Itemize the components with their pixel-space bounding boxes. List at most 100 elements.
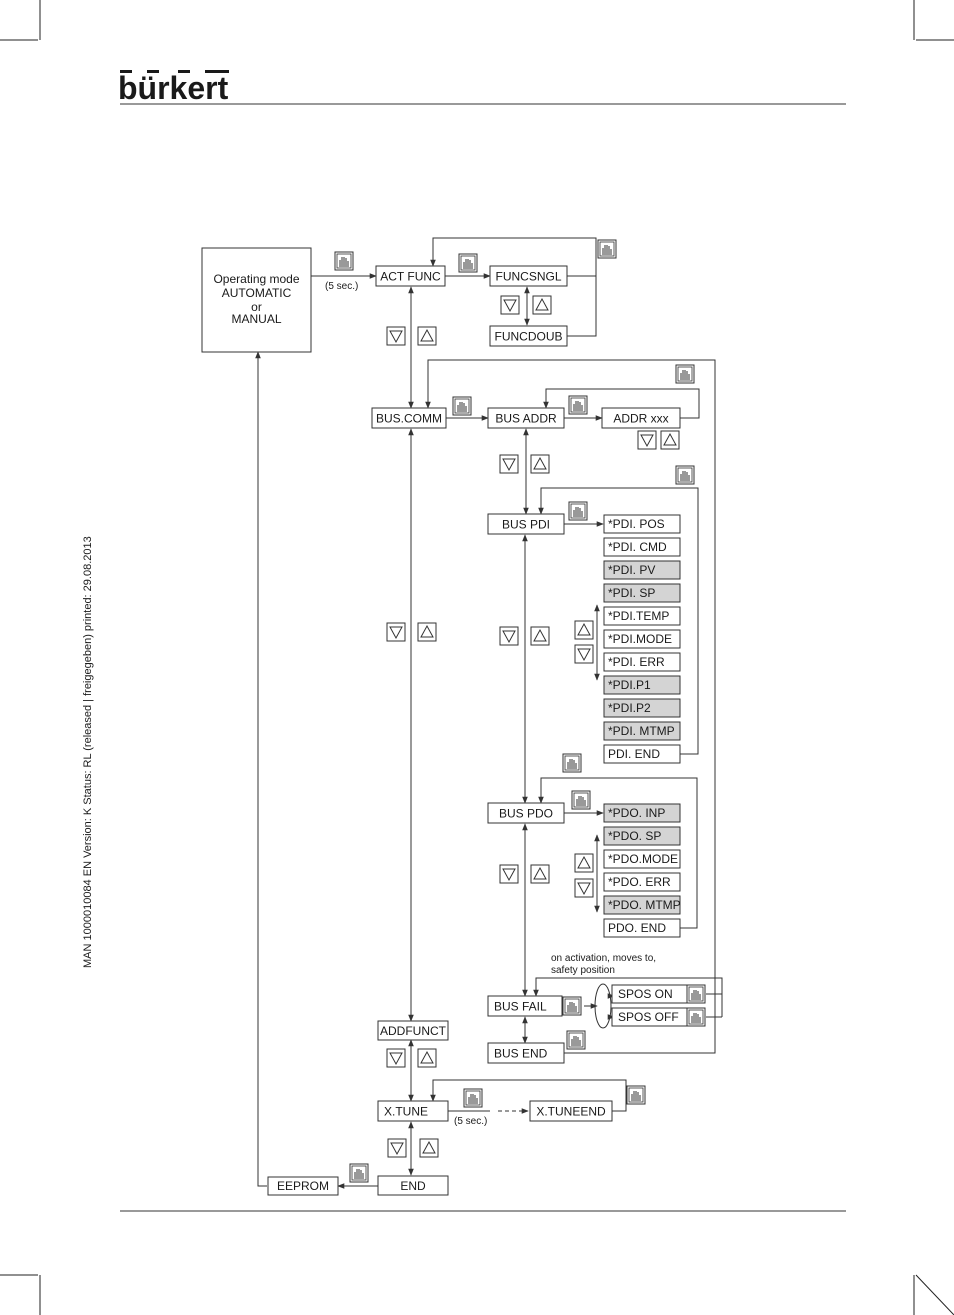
svg-text:*PDO. SP: *PDO. SP — [608, 829, 661, 843]
pdo-item-mtmp[interactable]: *PDO. MTMP — [603, 895, 681, 915]
menu-end[interactable]: END — [377, 1175, 449, 1196]
menu-funcdoub[interactable]: FUNCDOUB — [489, 325, 568, 347]
hand-key-icon[interactable] — [571, 790, 591, 810]
svg-text:*PDI. ERR: *PDI. ERR — [608, 655, 665, 669]
pdi-item-sp[interactable]: *PDI. SP — [603, 583, 681, 603]
arrow-down-key-icon[interactable] — [637, 430, 657, 450]
menu-addr-xxx[interactable]: ADDR xxx — [601, 407, 681, 429]
svg-text:*PDI. POS: *PDI. POS — [608, 517, 665, 531]
menu-bus-end[interactable]: BUS END — [487, 1042, 565, 1064]
svg-text:FUNCDOUB: FUNCDOUB — [495, 330, 563, 344]
arrow-down-key-icon[interactable] — [386, 1048, 406, 1068]
arrow-up-key-icon[interactable] — [419, 1138, 439, 1158]
arrow-up-key-icon[interactable] — [530, 626, 550, 646]
pdi-item-cmd[interactable]: *PDI. CMD — [603, 537, 681, 557]
arrow-up-key-icon[interactable] — [530, 454, 550, 474]
svg-text:*PDI.P2: *PDI.P2 — [608, 701, 651, 715]
arrow-up-key-icon[interactable] — [574, 853, 594, 873]
pdo-item-sp[interactable]: *PDO. SP — [603, 826, 681, 846]
arrow-up-key-icon[interactable] — [530, 864, 550, 884]
pdi-item-mode[interactable]: *PDI.MODE — [603, 629, 681, 649]
menu-bus-addr[interactable]: BUS ADDR — [487, 407, 565, 429]
hand-key-icon[interactable] — [458, 253, 478, 273]
menu-bus-pdo[interactable]: BUS PDO — [487, 802, 565, 824]
menu-spos-off[interactable]: SPOS OFF — [611, 1007, 689, 1027]
arrow-down-key-icon[interactable] — [574, 878, 594, 898]
menu-x-tune[interactable]: X.TUNE — [377, 1100, 449, 1122]
pdo-item-inp[interactable]: *PDO. INP — [603, 803, 681, 823]
pdi-item-mtmp[interactable]: *PDI. MTMP — [603, 721, 681, 741]
pdo-item-err[interactable]: *PDO. ERR — [603, 872, 681, 892]
bus-fail-note-line-1: on activation, moves to, — [551, 953, 656, 964]
svg-text:BUS FAIL: BUS FAIL — [494, 1000, 547, 1014]
arrow-down-key-icon[interactable] — [386, 622, 406, 642]
pdi-item-pos[interactable]: *PDI. POS — [603, 514, 681, 534]
menu-spos-on[interactable]: SPOS ON — [611, 984, 689, 1004]
svg-text:ACT FUNC: ACT FUNC — [380, 270, 441, 284]
operating-mode-line-4: MANUAL — [231, 312, 281, 326]
pdo-item-end[interactable]: PDO. END — [603, 918, 681, 938]
menu-bus-fail[interactable]: BUS FAIL — [487, 995, 563, 1017]
svg-text:BUS ADDR: BUS ADDR — [495, 412, 557, 426]
svg-text:EEPROM: EEPROM — [277, 1179, 329, 1193]
menu-bus-pdi[interactable]: BUS PDI — [487, 513, 565, 535]
arrow-up-key-icon[interactable] — [574, 620, 594, 640]
hand-key-icon[interactable] — [686, 984, 706, 1004]
svg-text:*PDO. MTMP: *PDO. MTMP — [608, 898, 681, 912]
hand-key-icon[interactable] — [686, 1007, 706, 1027]
menu-eeprom[interactable]: EEPROM — [267, 1176, 339, 1196]
hand-key-icon[interactable] — [675, 364, 695, 384]
spos-selector — [594, 983, 615, 1029]
svg-text:ADDR xxx: ADDR xxx — [613, 412, 668, 426]
pdo-item-mode[interactable]: *PDO.MODE — [603, 849, 681, 869]
svg-text:*PDI.MODE: *PDI.MODE — [608, 632, 672, 646]
arrow-down-key-icon[interactable] — [500, 295, 520, 315]
arrow-down-key-icon[interactable] — [574, 644, 594, 664]
pdi-item-p1[interactable]: *PDI.P1 — [603, 675, 681, 695]
svg-text:BUS PDI: BUS PDI — [502, 518, 550, 532]
menu-x-tuneend[interactable]: X.TUNEEND — [529, 1100, 613, 1122]
pdi-item-p2[interactable]: *PDI.P2 — [603, 698, 681, 718]
arrow-down-key-icon[interactable] — [387, 1138, 407, 1158]
hand-key-icon[interactable] — [626, 1085, 646, 1105]
pdi-item-pv[interactable]: *PDI. PV — [603, 560, 681, 580]
hold-time-label: (5 sec.) — [325, 281, 358, 292]
svg-text:SPOS OFF: SPOS OFF — [618, 1010, 679, 1024]
hand-key-icon[interactable] — [463, 1088, 483, 1108]
menu-bus-comm[interactable]: BUS.COMM — [371, 407, 447, 429]
arrow-up-key-icon[interactable] — [660, 430, 680, 450]
pdi-item-end[interactable]: PDI. END — [603, 744, 681, 764]
svg-text:*PDI. PV: *PDI. PV — [608, 563, 655, 577]
hand-key-icon[interactable] — [568, 395, 588, 415]
menu-funcsngl[interactable]: FUNCSNGL — [489, 265, 568, 287]
menu-addfunct[interactable]: ADDFUNCT — [377, 1020, 449, 1041]
bus-fail-note-line-2: safety position — [551, 965, 615, 976]
operating-mode-line-1: Operating mode — [213, 272, 299, 286]
document-side-info: MAN 1000010084 EN Version: K Status: RL … — [82, 536, 94, 968]
svg-text:*PDO.MODE: *PDO.MODE — [608, 852, 678, 866]
hand-key-icon[interactable] — [334, 251, 354, 271]
svg-text:*PDI. MTMP: *PDI. MTMP — [608, 724, 675, 738]
hand-key-icon[interactable] — [675, 465, 695, 485]
hand-key-icon[interactable] — [562, 996, 582, 1016]
arrow-up-key-icon[interactable] — [532, 295, 552, 315]
arrow-down-key-icon[interactable] — [499, 626, 519, 646]
hand-key-icon[interactable] — [597, 239, 617, 259]
hand-key-icon[interactable] — [566, 1030, 586, 1050]
arrow-down-key-icon[interactable] — [499, 454, 519, 474]
arrow-down-key-icon[interactable] — [499, 864, 519, 884]
menu-act-func[interactable]: ACT FUNC — [375, 265, 446, 287]
hand-key-icon[interactable] — [349, 1163, 369, 1183]
hand-key-icon[interactable] — [452, 396, 472, 416]
hand-key-icon[interactable] — [568, 501, 588, 521]
svg-text:*PDI.P1: *PDI.P1 — [608, 678, 651, 692]
hand-key-icon[interactable] — [562, 753, 582, 773]
arrow-down-key-icon[interactable] — [386, 326, 406, 346]
pdi-item-temp[interactable]: *PDI.TEMP — [603, 606, 681, 626]
pdi-item-err[interactable]: *PDI. ERR — [603, 652, 681, 672]
svg-text:*PDO. ERR: *PDO. ERR — [608, 875, 671, 889]
arrow-up-key-icon[interactable] — [417, 622, 437, 642]
arrow-up-key-icon[interactable] — [417, 1048, 437, 1068]
arrow-up-key-icon[interactable] — [417, 326, 437, 346]
